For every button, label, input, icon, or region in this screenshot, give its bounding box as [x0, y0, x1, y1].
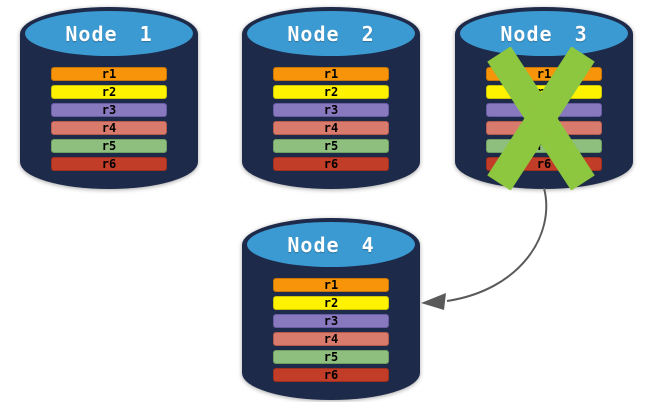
replica-bar-r6: r6: [51, 157, 167, 171]
replica-bar-r1: r1: [273, 67, 389, 81]
cylinder-top-rim: Node 4: [242, 218, 420, 272]
replica-stack: r1 r2 r3 r4 r5 r6: [273, 67, 389, 171]
cylinder-top-rim: Node 1: [20, 7, 198, 61]
replica-bar-r4: r4: [51, 121, 167, 135]
failure-x-icon: [487, 47, 595, 190]
replica-bar-r4: r4: [273, 121, 389, 135]
replica-bar-r5: r5: [51, 139, 167, 153]
replica-bar-r5: r5: [273, 350, 389, 364]
cylinder-lid: Node 4: [247, 222, 415, 267]
node-title: Node 4: [287, 232, 375, 257]
replica-bar-r2: r2: [51, 85, 167, 99]
cylinder-lid: Node 1: [25, 11, 193, 56]
cylinder-lid: Node 3: [460, 11, 628, 56]
cylinder-top-rim: Node 2: [242, 7, 420, 61]
cylinder-lid: Node 2: [247, 11, 415, 56]
replica-bar-r1: r1: [51, 67, 167, 81]
node-title: Node 3: [500, 21, 588, 46]
replica-stack: r1 r2 r3 r4 r5 r6: [51, 67, 167, 171]
node-title: Node 2: [287, 21, 375, 46]
replica-bar-r2: r2: [273, 296, 389, 310]
node-1-cylinder: Node 1 r1 r2 r3 r4 r5 r6: [20, 7, 198, 189]
replica-bar-r3: r3: [273, 103, 389, 117]
replica-bar-r2: r2: [273, 85, 389, 99]
arrow-line: [446, 187, 548, 302]
replica-bar-r3: r3: [273, 314, 389, 328]
node-title: Node 1: [65, 21, 153, 46]
replica-stack: r1 r2 r3 r4 r5 r6: [273, 278, 389, 382]
replication-arrow: [421, 187, 548, 310]
arrow-head: [421, 293, 446, 310]
node-4-cylinder: Node 4 r1 r2 r3 r4 r5 r6: [242, 218, 420, 400]
replica-bar-r5: r5: [273, 139, 389, 153]
replica-bar-r6: r6: [273, 157, 389, 171]
replica-bar-r1: r1: [273, 278, 389, 292]
replica-bar-r3: r3: [51, 103, 167, 117]
replica-bar-r6: r6: [273, 368, 389, 382]
cylinder-top-rim: Node 3: [455, 7, 633, 61]
x-stroke: [487, 47, 595, 190]
replica-bar-r4: r4: [273, 332, 389, 346]
node-2-cylinder: Node 2 r1 r2 r3 r4 r5 r6: [242, 7, 420, 189]
